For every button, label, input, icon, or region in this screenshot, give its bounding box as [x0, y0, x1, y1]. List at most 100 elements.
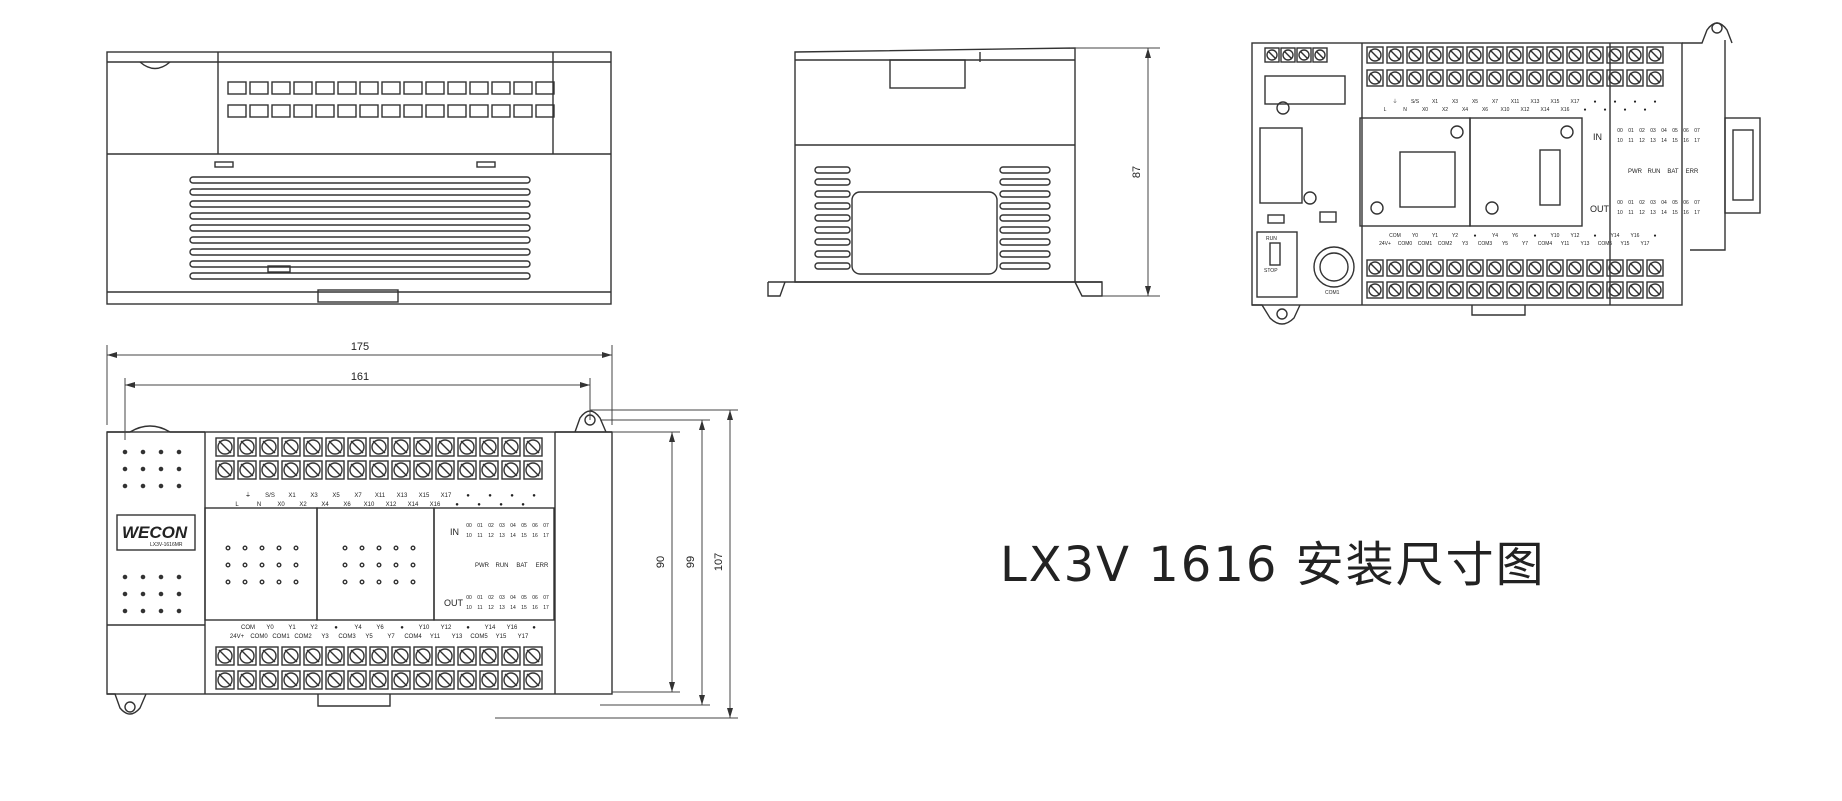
- terminal-block: [1526, 46, 1544, 64]
- terminal-screw: [261, 462, 277, 478]
- io-dot: [293, 545, 299, 551]
- terminal-block: [479, 670, 499, 690]
- terminal-block: [1446, 46, 1464, 64]
- terminal-label: 15: [521, 533, 527, 539]
- io-dot: [342, 579, 348, 585]
- terminal-block: [1466, 46, 1484, 64]
- terminal-label: Y12: [1571, 233, 1580, 239]
- terminal-label: COM0: [1398, 241, 1413, 247]
- terminal-screw: [437, 439, 453, 455]
- terminal-label: 05: [1672, 200, 1678, 206]
- indicator-dot: [158, 449, 164, 455]
- terminal-label: X7: [354, 493, 362, 499]
- terminal-label: X13: [1531, 99, 1540, 105]
- indicator-dot: [140, 608, 146, 614]
- terminal-slot: [460, 463, 474, 477]
- terminal-label: Y14: [1611, 233, 1620, 239]
- indicator-dot: [158, 466, 164, 472]
- terminal-label: X6: [343, 502, 351, 508]
- terminal-label: 04: [1661, 200, 1667, 206]
- terminal-label: ●: [1643, 107, 1646, 113]
- terminal-label: Y4: [354, 625, 362, 631]
- front-detail-view: [1251, 22, 1761, 325]
- terminal-label: 01: [1628, 128, 1634, 134]
- indicator-dot: [122, 591, 128, 597]
- terminal-screw: [1528, 261, 1542, 275]
- terminal-block: [369, 670, 389, 690]
- terminal-screw: [349, 648, 365, 664]
- terminal-label: 10: [466, 533, 472, 539]
- terminal-screw: [503, 672, 519, 688]
- terminal-screw: [283, 462, 299, 478]
- front-out-label: OUT: [444, 598, 464, 608]
- terminal-label: X14: [1541, 107, 1550, 113]
- terminal-label: 14: [510, 605, 516, 611]
- terminal-slot: [1469, 262, 1481, 274]
- terminal-screw: [1588, 48, 1602, 62]
- terminal-screw: [305, 462, 321, 478]
- terminal-block: [435, 670, 455, 690]
- terminal-slot: [394, 463, 408, 477]
- terminal-block: [303, 646, 323, 666]
- terminal-label: ●: [400, 625, 404, 631]
- terminal-slot: [262, 440, 276, 454]
- terminal-screw: [1508, 261, 1522, 275]
- io-dot: [376, 545, 382, 551]
- terminal-screw: [1468, 261, 1482, 275]
- stop-label: STOP: [1264, 268, 1278, 274]
- terminal-label: X17: [441, 493, 452, 499]
- terminal-block: [1386, 281, 1404, 299]
- top-terminal: [491, 104, 511, 118]
- terminal-screw: [1528, 71, 1542, 85]
- terminal-label: BAT: [1667, 169, 1679, 175]
- terminal-slot: [328, 673, 342, 687]
- terminal-screw: [1628, 71, 1642, 85]
- terminal-label: ●: [1473, 233, 1476, 239]
- terminal-label: 13: [1650, 210, 1656, 216]
- io-dot: [225, 579, 231, 585]
- terminal-slot: [1649, 284, 1661, 296]
- terminal-slot: [306, 440, 320, 454]
- terminal-label: 05: [521, 523, 527, 529]
- terminal-label: COM2: [1438, 241, 1453, 247]
- terminal-block: [1486, 259, 1504, 277]
- terminal-slot: [416, 463, 430, 477]
- terminal-slot: [1529, 72, 1541, 84]
- terminal-block: [501, 460, 521, 480]
- io-dot: [393, 545, 399, 551]
- terminal-screw: [1388, 48, 1402, 62]
- top-terminal: [513, 104, 533, 118]
- terminal-slot: [1549, 284, 1561, 296]
- terminal-screw: [1468, 283, 1482, 297]
- terminal-label: X3: [1452, 99, 1458, 105]
- terminal-block: [1626, 69, 1644, 87]
- io-dot: [342, 562, 348, 568]
- terminal-label: 00: [466, 523, 472, 529]
- top-terminal: [337, 104, 357, 118]
- terminal-screw: [239, 648, 255, 664]
- indicator-dot: [122, 574, 128, 580]
- terminal-label: ●: [466, 493, 470, 499]
- top-terminal: [271, 81, 291, 95]
- terminal-screw: [1608, 261, 1622, 275]
- terminal-label: 12: [1639, 138, 1645, 144]
- terminal-screw: [1648, 283, 1662, 297]
- terminal-label: ●: [488, 493, 492, 499]
- terminal-slot: [1629, 284, 1641, 296]
- terminal-screw: [459, 439, 475, 455]
- top-terminal: [227, 81, 247, 95]
- terminal-slot: [460, 440, 474, 454]
- indicator-dot: [158, 608, 164, 614]
- terminal-label: X13: [397, 493, 408, 499]
- terminal-label: 16: [1683, 210, 1689, 216]
- indicator-dot: [122, 483, 128, 489]
- vent-slot: [189, 188, 531, 196]
- terminal-label: ●: [334, 625, 338, 631]
- terminal-screw: [1588, 71, 1602, 85]
- terminal-block: [1586, 259, 1604, 277]
- vent-slot: [189, 224, 531, 232]
- vent-slot: [999, 190, 1051, 198]
- top-terminal: [337, 81, 357, 95]
- terminal-block: [1486, 69, 1504, 87]
- terminal-screw: [1408, 71, 1422, 85]
